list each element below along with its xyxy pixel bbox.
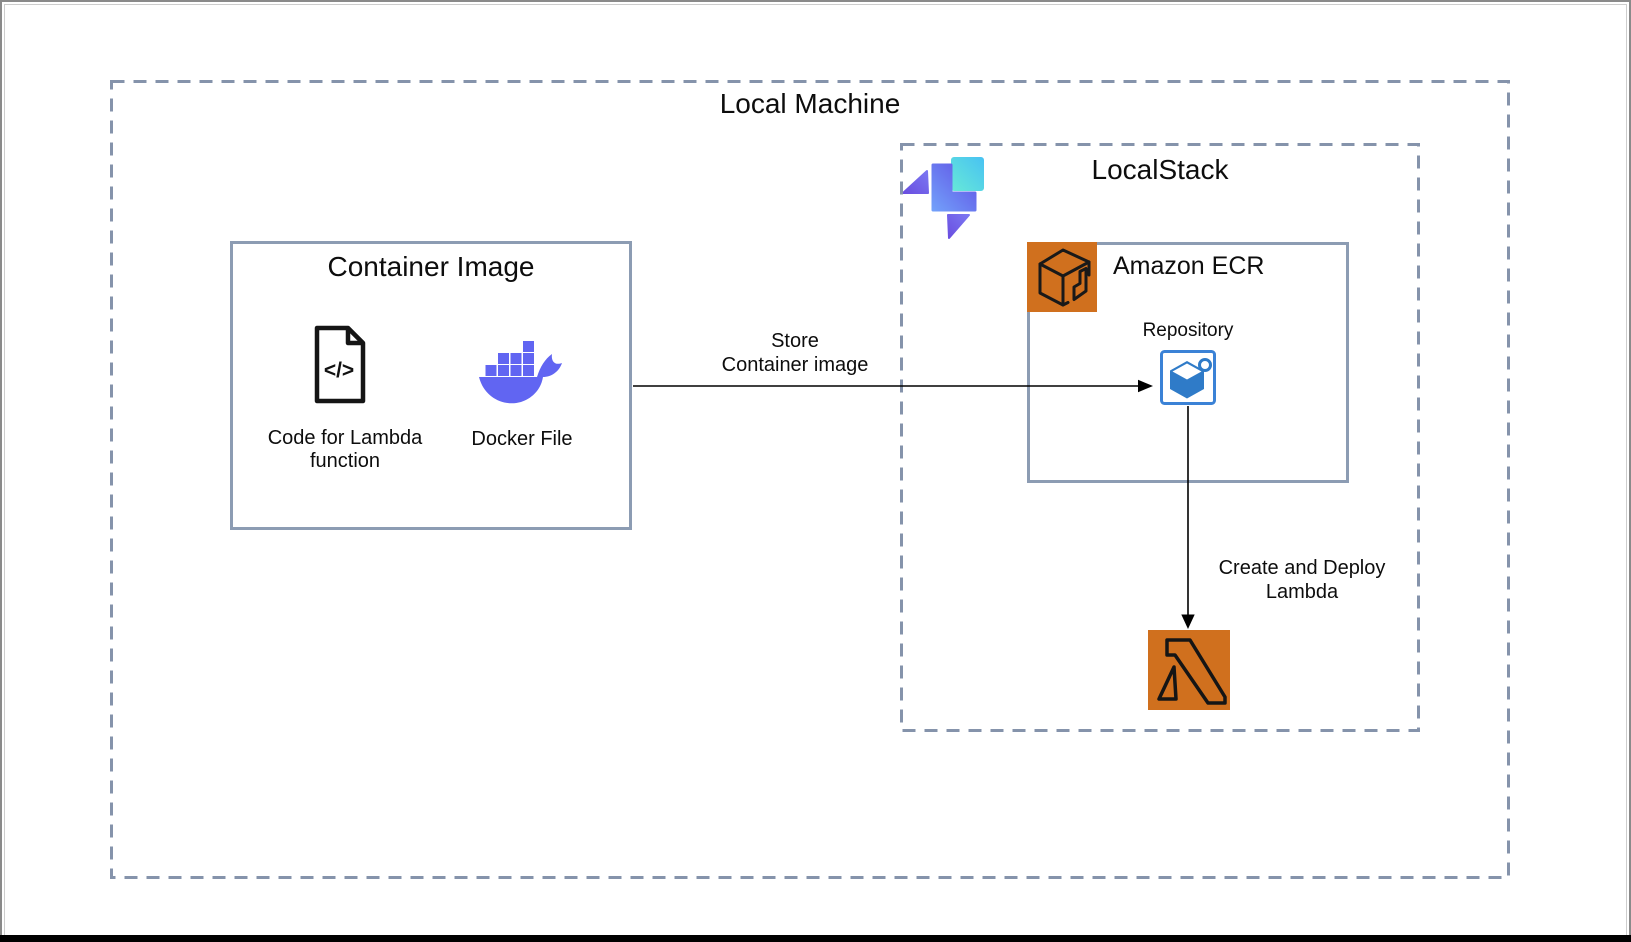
local-machine-title: Local Machine xyxy=(719,88,901,119)
container-image-box xyxy=(230,241,632,530)
code-file-label: Code for Lambda function xyxy=(267,427,423,472)
docker-file-label: Docker File xyxy=(471,428,573,450)
repository-label: Repository xyxy=(1142,320,1234,341)
svg-text:</>: </> xyxy=(324,359,354,382)
store-arrow-label: Store Container image xyxy=(721,330,869,376)
amazon-ecr-title: Amazon ECR xyxy=(1113,252,1265,280)
repository-cube-icon xyxy=(1160,350,1216,405)
window-bottom-edge xyxy=(0,935,1631,942)
deploy-arrow-label: Create and Deploy Lambda xyxy=(1218,557,1386,603)
ecr-cube-icon xyxy=(1027,242,1097,312)
code-file-icon: </> xyxy=(314,325,366,404)
docker-whale-icon xyxy=(479,341,562,404)
localstack-logo-icon xyxy=(902,157,984,239)
container-image-title: Container Image xyxy=(327,251,535,282)
lambda-icon xyxy=(1148,630,1230,710)
